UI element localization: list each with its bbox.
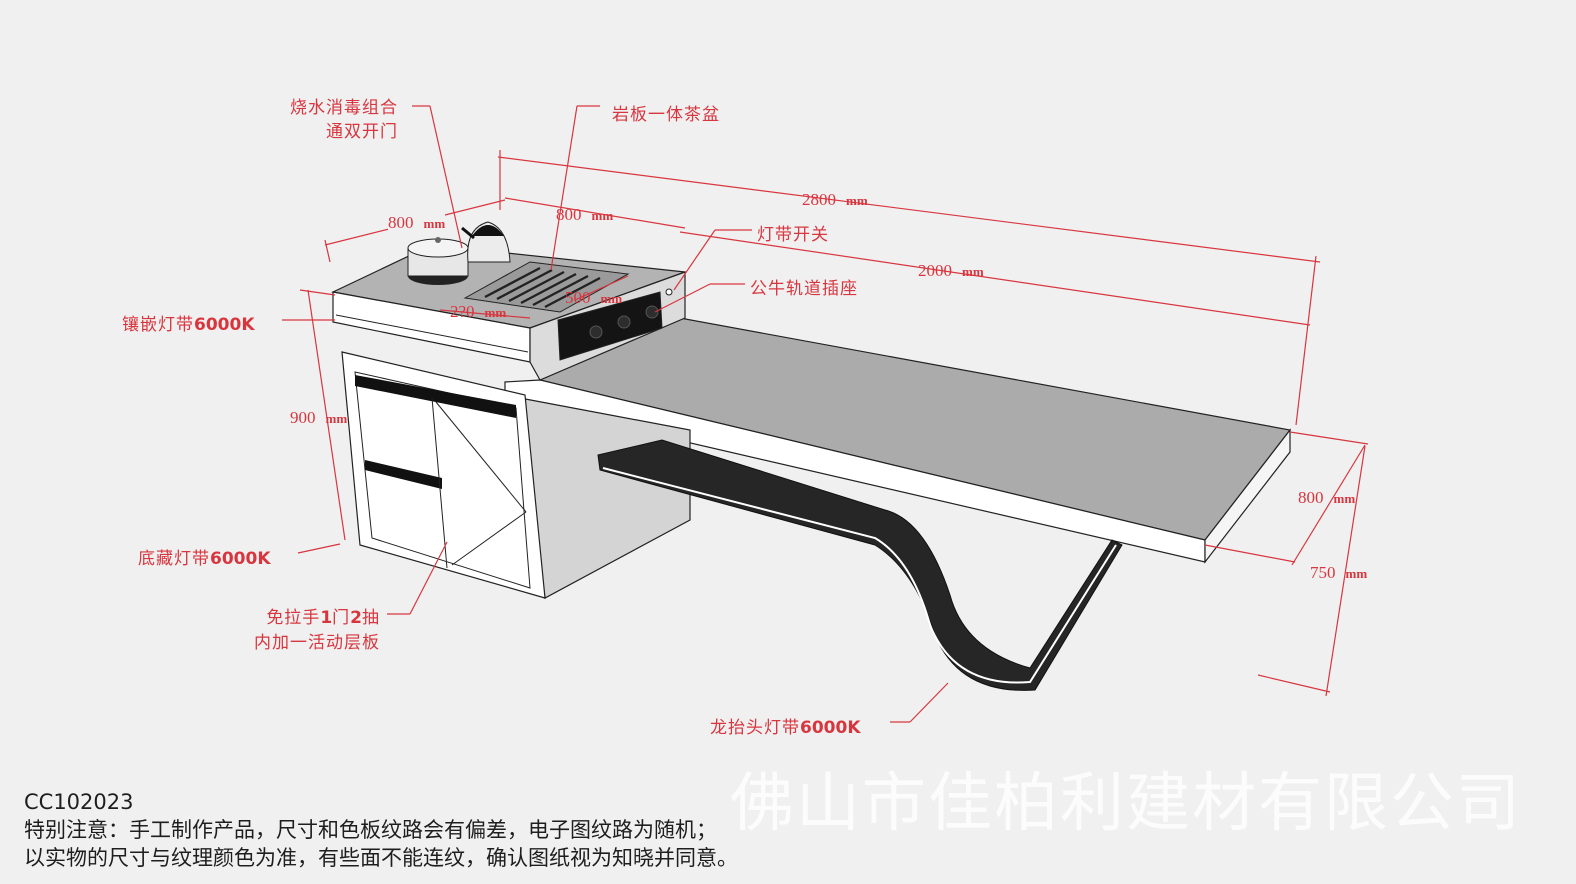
callout-handleless-num2: 2: [350, 608, 362, 628]
callout-stone-tea-tray: 岩板一体茶盆: [612, 105, 720, 125]
dim-table-length: 2000 mm: [918, 261, 984, 281]
table-end-edge: [1204, 428, 1291, 564]
callout-handleless-b: 门: [332, 608, 351, 628]
dim-unit: mm: [1345, 566, 1368, 581]
callout-inlay-light: 镶嵌灯带6000K: [122, 310, 255, 335]
dim-value: 2800: [802, 190, 836, 209]
inlay-light-groove: [335, 314, 529, 353]
callout-kettle-combo-line2: 通双开门: [326, 122, 398, 142]
callout-kettle-combo: 烧水消毒组合 通双开门: [262, 96, 398, 144]
callout-light-switch: 灯带开关: [757, 225, 829, 245]
footer-notes: CC102023 特别注意：手工制作产品，尺寸和色板纹路会有偏差，电子图纹路为随…: [24, 788, 738, 872]
dim-table-height: 750 mm: [1310, 563, 1367, 583]
dim-tray-length: 500 mm: [565, 288, 622, 308]
callout-handleless-a: 免拉手: [266, 608, 321, 628]
door-swing-line-a: [435, 401, 527, 513]
sterilizer-pot-icon: [407, 237, 469, 285]
callout-dragon-light-text: 龙抬头灯带: [710, 718, 800, 738]
dim-unit: mm: [591, 208, 614, 223]
door-divider: [431, 397, 448, 569]
dim-unit: mm: [325, 411, 348, 426]
dragon-head-light-strip: [602, 467, 1117, 684]
model-code: CC102023: [24, 790, 134, 814]
callout-dragon-light: 龙抬头灯带6000K: [710, 713, 861, 738]
callout-inlay-light-k: 6000K: [194, 315, 255, 335]
socket-outlet-1: [589, 325, 603, 339]
callout-bottom-light: 底藏灯带6000K: [138, 544, 271, 569]
dim-cabinet-width: 800 mm: [388, 213, 446, 233]
notice-line-1: 特别注意：手工制作产品，尺寸和色板纹路会有偏差，电子图纹路为随机；: [24, 818, 717, 842]
light-switch-button: [665, 288, 673, 296]
dim-value: 900: [290, 408, 316, 427]
dim-value: 800: [388, 213, 414, 232]
callout-dragon-light-k: 6000K: [800, 718, 861, 738]
callout-handleless-c: 抽: [362, 608, 380, 628]
dim-value: 750: [1310, 563, 1336, 582]
tea-tray: [463, 261, 630, 313]
notice-line-2: 以实物的尺寸与纹理颜色为准，有些面不能连纹，确认图纸视为知晓并同意。: [24, 846, 738, 870]
tea-tray-slots: [484, 266, 601, 309]
dim-unit: mm: [423, 216, 446, 231]
dim-unit: mm: [600, 291, 623, 306]
callout-inlay-light-text: 镶嵌灯带: [122, 315, 194, 335]
dim-value: 500: [565, 288, 591, 307]
dim-cabinet-height: 900 mm: [290, 408, 347, 428]
callout-kettle-combo-line1: 烧水消毒组合: [290, 98, 398, 118]
socket-outlet-3: [645, 305, 659, 319]
dim-table-depth: 800 mm: [1298, 488, 1355, 508]
callout-bottom-light-k: 6000K: [210, 549, 271, 569]
dim-overall-length: 2800 mm: [802, 190, 868, 210]
dim-unit: mm: [846, 193, 868, 208]
callout-shelf: 内加一活动层板: [254, 633, 380, 653]
drawer-handle-slot-mid: [365, 460, 442, 489]
socket-panel: [557, 291, 663, 361]
callout-handleless: 免拉手1门2抽 内加一活动层板: [220, 606, 380, 656]
dim-value: 2?0: [450, 302, 475, 321]
dim-unit: mm: [962, 264, 984, 279]
callout-bull-socket: 公牛轨道插座: [750, 279, 858, 299]
dim-value: 2000: [918, 261, 952, 280]
drawer-handle-slot-top: [355, 375, 516, 418]
dimension-lines: [282, 105, 1369, 723]
company-watermark: 佛山市佳柏利建材有限公司: [730, 767, 1522, 841]
callout-handleless-num1: 1: [320, 608, 333, 628]
socket-outlet-2: [617, 315, 631, 329]
dim-tray-width: 2?0 mm: [450, 302, 506, 322]
dim-value: 800: [1298, 488, 1324, 507]
dim-unit: mm: [484, 305, 507, 320]
callout-bottom-light-text: 底藏灯带: [138, 549, 210, 569]
door-swing-line-b: [451, 511, 527, 566]
kettle-icon: [461, 221, 511, 263]
dim-cabinet-depth: 800 mm: [556, 205, 613, 225]
dim-value: 800: [556, 205, 582, 224]
cabinet-side: [519, 397, 691, 599]
dim-unit: mm: [1333, 491, 1356, 506]
